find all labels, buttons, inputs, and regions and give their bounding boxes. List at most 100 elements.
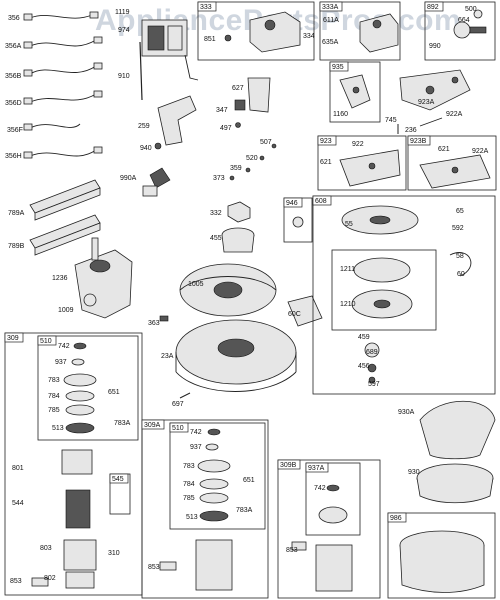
label-55: 55 — [345, 221, 353, 228]
label-356: 356 — [8, 15, 20, 22]
bracket-627 — [247, 77, 271, 113]
label-611a: 611A — [323, 17, 339, 24]
label-65: 65 — [456, 208, 464, 215]
box-892: 892 — [424, 1, 496, 61]
label-356a: 356A — [5, 43, 22, 50]
label-783a: 783A — [114, 420, 131, 427]
label-785-b: 785 — [183, 495, 195, 502]
box-923: 923 — [317, 135, 407, 191]
label-1211: 1211 — [340, 266, 355, 273]
box-986: 986 — [387, 512, 496, 599]
label-990: 990 — [429, 43, 441, 50]
wire-harness-356b — [23, 62, 103, 77]
screen-930 — [416, 463, 494, 504]
label-1210: 1210 — [340, 301, 356, 308]
label-803: 803 — [40, 545, 52, 552]
label-930: 930 — [408, 469, 420, 476]
label-459: 459 — [358, 334, 370, 341]
starter-cup-455 — [221, 227, 255, 253]
label-23a: 23A — [161, 353, 174, 360]
label-520: 520 — [246, 155, 258, 162]
label-332: 332 — [210, 210, 222, 217]
label-853-c: 853 — [286, 547, 298, 554]
box-id-923: 923 — [320, 138, 332, 145]
label-356h: 356H — [5, 153, 22, 160]
screw-359 — [245, 167, 251, 173]
label-745: 745 — [385, 117, 397, 124]
label-742: 742 — [58, 343, 70, 350]
nut-940 — [154, 142, 162, 150]
box-id-892: 892 — [427, 4, 439, 11]
label-930a: 930A — [398, 409, 415, 416]
label-783: 783 — [48, 377, 60, 384]
label-783a-b: 783A — [236, 507, 253, 514]
box-id-986: 986 — [390, 515, 402, 522]
label-974: 974 — [118, 27, 130, 34]
box-309a: 309A 510 — [141, 419, 269, 599]
label-664: 664 — [458, 17, 470, 24]
label-801: 801 — [12, 465, 24, 472]
box-id-309b: 309B — [280, 462, 297, 469]
label-651: 651 — [108, 389, 120, 396]
label-689: 689 — [366, 349, 378, 356]
label-627: 627 — [232, 85, 244, 92]
label-347: 347 — [216, 107, 228, 114]
label-853: 853 — [10, 578, 22, 585]
label-359: 359 — [230, 165, 242, 172]
link-236 — [419, 117, 443, 127]
label-356d: 356D — [5, 100, 22, 107]
label-785: 785 — [48, 407, 60, 414]
screw-697 — [179, 392, 191, 399]
box-608: 608 — [312, 195, 496, 395]
label-990a: 990A — [120, 175, 137, 182]
label-592: 592 — [452, 225, 464, 232]
label-310: 310 — [108, 550, 120, 557]
box-309: 309 510 545 — [4, 332, 143, 596]
nut-332 — [227, 201, 251, 223]
label-802: 802 — [44, 575, 56, 582]
label-742-c: 742 — [314, 485, 326, 492]
screw-507 — [271, 143, 277, 149]
label-544: 544 — [12, 500, 24, 507]
flywheel-23a — [175, 319, 297, 392]
label-922a-b: 922A — [472, 148, 489, 155]
crankcase-1236 — [74, 237, 133, 319]
wire-harness-356d — [23, 90, 103, 105]
label-597: 597 — [368, 381, 380, 388]
box-id-309: 309 — [7, 335, 19, 342]
label-1005: 1005 — [188, 281, 204, 288]
label-1119: 1119 — [115, 9, 130, 16]
label-922: 922 — [352, 141, 364, 148]
label-334: 334 — [303, 33, 315, 40]
box-333: 333 — [197, 1, 315, 61]
box-id-608: 608 — [315, 198, 327, 205]
handle-990a — [142, 167, 171, 197]
label-60: 60 — [457, 271, 465, 278]
wire-harness-356h — [23, 146, 103, 159]
label-356f: 356F — [7, 127, 23, 134]
label-58: 58 — [456, 253, 464, 260]
label-621-b: 621 — [438, 146, 450, 153]
label-455: 455 — [210, 235, 222, 242]
label-456: 456 — [358, 363, 370, 370]
label-697: 697 — [172, 401, 184, 408]
label-853-b: 853 — [148, 564, 160, 571]
label-60c: 60C — [288, 311, 301, 318]
label-789b: 789B — [8, 243, 25, 250]
screw-373 — [229, 175, 235, 181]
label-621: 621 — [320, 159, 332, 166]
label-356b: 356B — [5, 73, 22, 80]
label-363: 363 — [148, 320, 160, 327]
label-1160: 1160 — [333, 111, 348, 118]
label-1236: 1236 — [52, 275, 68, 282]
box-id-935: 935 — [332, 64, 344, 71]
wire-harness-356 — [23, 11, 99, 21]
box-id-510-b: 510 — [172, 425, 184, 432]
label-259: 259 — [138, 123, 150, 130]
label-651-b: 651 — [243, 477, 255, 484]
screw-520 — [259, 155, 265, 161]
ignition-module-974 — [141, 19, 199, 81]
screen-930a — [419, 401, 496, 460]
box-id-545: 545 — [112, 476, 124, 483]
label-1009: 1009 — [58, 307, 74, 314]
